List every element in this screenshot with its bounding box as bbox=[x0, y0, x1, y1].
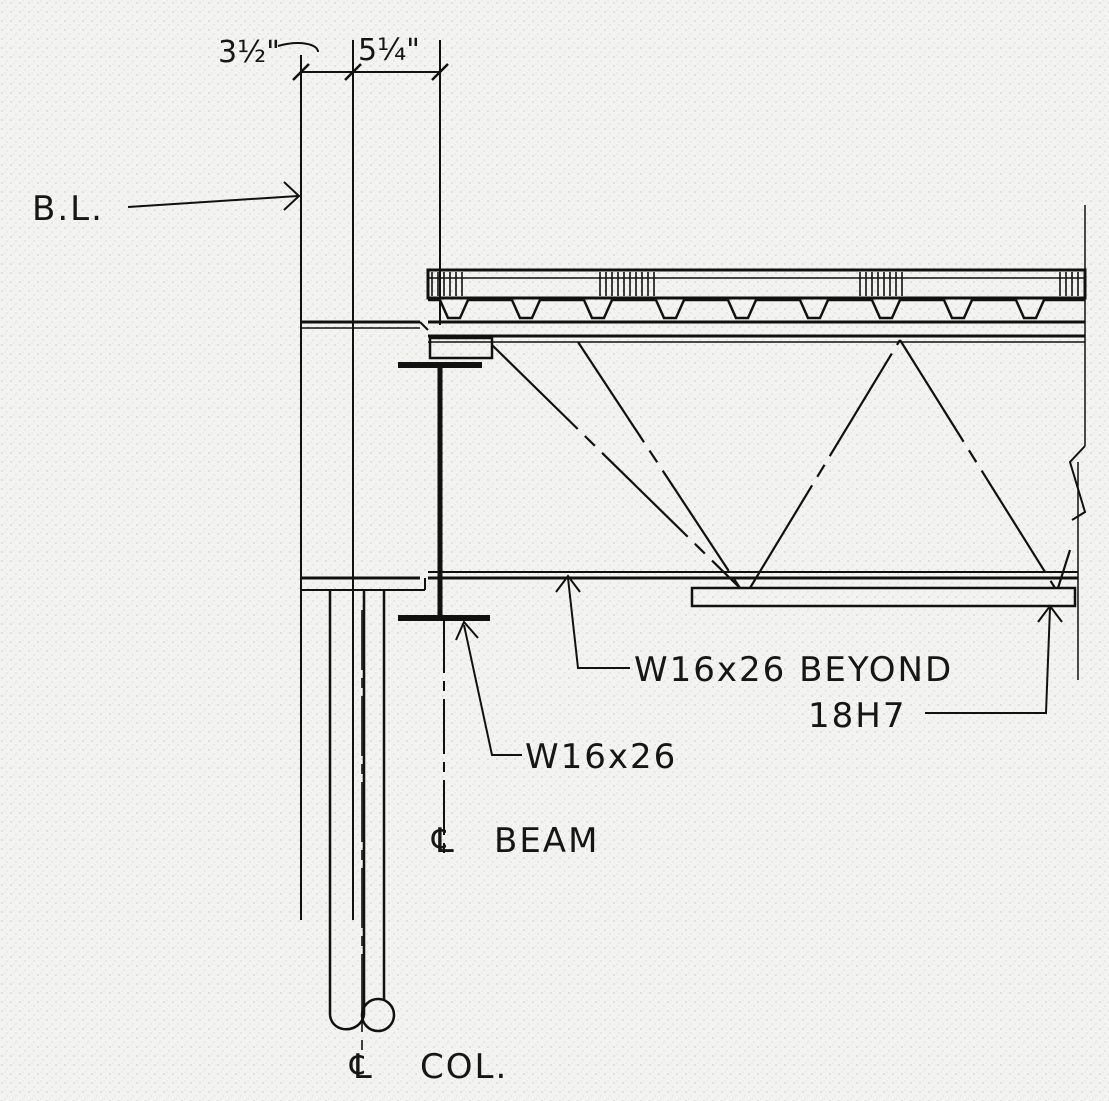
building-line-label: B.L. bbox=[32, 189, 104, 229]
dimension-right-label: 5¼" bbox=[358, 33, 420, 68]
roof-deck bbox=[426, 268, 1087, 324]
wall-section bbox=[300, 320, 429, 591]
deck-insulation-hatching bbox=[431, 272, 1079, 296]
beam-centerline-label: ℄ BEAM bbox=[431, 821, 599, 861]
beam-beyond-leader: W16x26 BEYOND bbox=[555, 574, 953, 690]
building-line-callout: B.L. bbox=[32, 181, 301, 229]
dimension-string: 3½" 5¼" bbox=[218, 33, 449, 920]
column-centerline-text: COL. bbox=[420, 1047, 508, 1087]
beam-leader: W16x26 bbox=[455, 620, 677, 777]
joist-label: 18H7 bbox=[808, 696, 906, 736]
column-centerline-symbol: ℄ bbox=[349, 1047, 374, 1087]
steel-beam-section bbox=[398, 362, 490, 860]
metal-deck-flutes bbox=[428, 298, 1085, 320]
beam-beyond-label: W16x26 BEYOND bbox=[634, 650, 953, 690]
beam-centerline-symbol: ℄ bbox=[431, 821, 456, 861]
dimension-left-label: 3½" bbox=[218, 35, 280, 70]
joist-leader: 18H7 bbox=[808, 604, 1063, 736]
open-web-joist bbox=[428, 205, 1087, 680]
pipe-columns bbox=[328, 590, 396, 1050]
beam-label: W16x26 bbox=[525, 737, 677, 777]
beam-centerline-text: BEAM bbox=[494, 821, 599, 861]
column-centerline-label: ℄ COL. bbox=[349, 1047, 508, 1087]
